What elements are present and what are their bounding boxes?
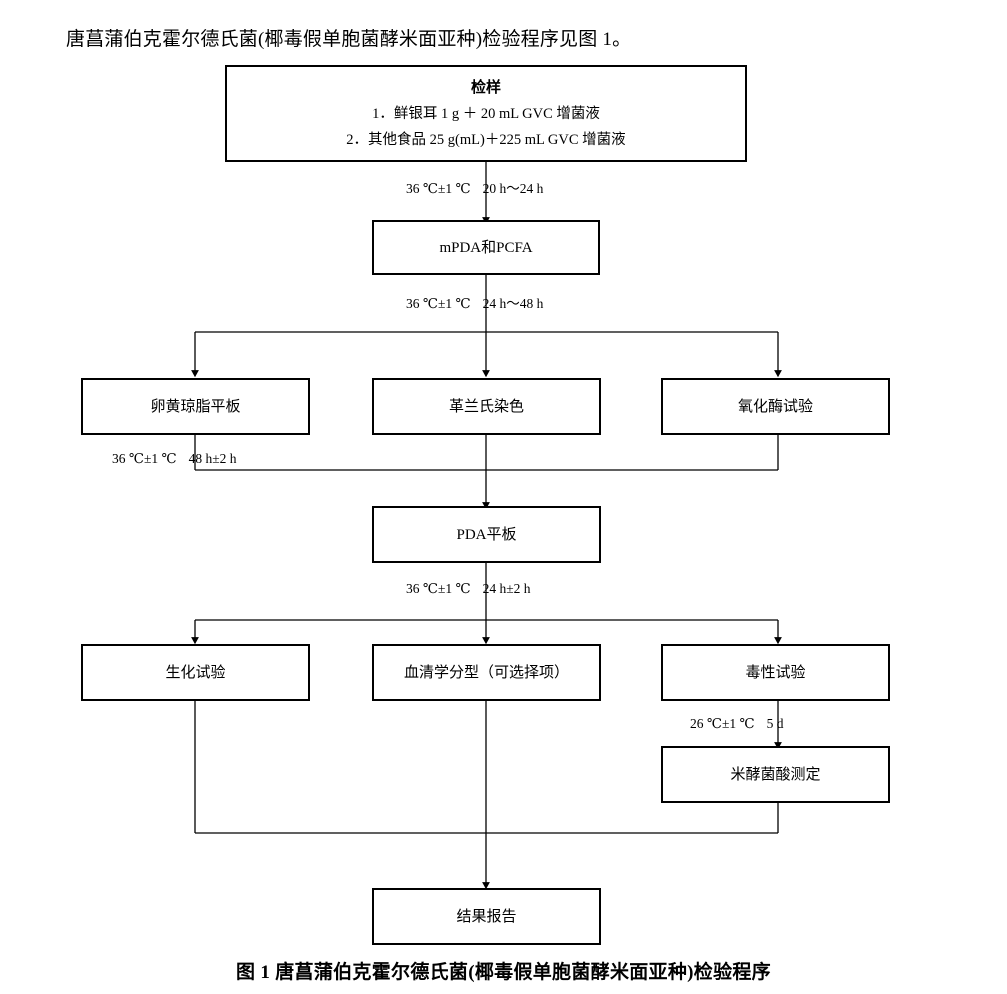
node-egg-yolk-agar: 卵黄琼脂平板 <box>81 378 310 435</box>
node-oxidase-test: 氧化酶试验 <box>661 378 890 435</box>
node-serotyping-label: 血清学分型（可选择项） <box>403 664 569 681</box>
node-gram-stain-label: 革兰氏染色 <box>448 398 524 415</box>
node-result-report-label: 结果报告 <box>456 908 517 925</box>
node-oxidase-test-label: 氧化酶试验 <box>737 398 813 415</box>
node-sample-item-1: 1．鲜银耳 1 g ＋ 20 mL GVC 增菌液 <box>372 105 600 122</box>
condition-1-duration: 20 h～24 h <box>482 181 544 196</box>
condition-1-temperature: 36 ℃±1 ℃ <box>406 181 471 196</box>
node-mpda-pcfa: mPDA和PCFA <box>372 220 600 275</box>
node-toxicity-test: 毒性试验 <box>661 644 890 701</box>
node-serotyping: 血清学分型（可选择项） <box>372 644 601 701</box>
node-sample-title: 检样 <box>470 79 501 96</box>
node-result-report: 结果报告 <box>372 888 601 945</box>
condition-4-temperature: 36 ℃±1 ℃ <box>406 581 471 596</box>
condition-4: 36 ℃±1 ℃ 24 h±2 h <box>406 581 531 597</box>
node-egg-yolk-agar-label: 卵黄琼脂平板 <box>150 398 241 415</box>
condition-5-duration: 5 d <box>766 716 784 731</box>
node-toxicity-test-label: 毒性试验 <box>745 664 806 681</box>
intro-paragraph: 唐菖蒲伯克霍尔德氏菌(椰毒假单胞菌酵米面亚种)检验程序见图 1。 <box>66 29 632 50</box>
condition-1: 36 ℃±1 ℃ 20 h～24 h <box>406 181 543 197</box>
figure-caption: 图 1 唐菖蒲伯克霍尔德氏菌(椰毒假单胞菌酵米面亚种)检验程序 <box>236 962 771 983</box>
node-gram-stain: 革兰氏染色 <box>372 378 601 435</box>
node-pda-plate-label: PDA平板 <box>456 526 517 543</box>
node-sample: 检样 1．鲜银耳 1 g ＋ 20 mL GVC 增菌液 2．其他食品 25 g… <box>225 65 747 162</box>
condition-5-temperature: 26 ℃±1 ℃ <box>690 716 755 731</box>
node-biochemical-test-label: 生化试验 <box>165 664 226 681</box>
node-biochemical-test: 生化试验 <box>81 644 310 701</box>
condition-3: 36 ℃±1 ℃ 48 h±2 h <box>112 451 237 467</box>
condition-5: 26 ℃±1 ℃ 5 d <box>690 716 784 732</box>
condition-3-temperature: 36 ℃±1 ℃ <box>112 451 177 466</box>
condition-2-temperature: 36 ℃±1 ℃ <box>406 296 471 311</box>
node-bongkrekic-acid-label: 米酵菌酸测定 <box>730 766 821 783</box>
condition-2-duration: 24 h～48 h <box>482 296 544 311</box>
node-pda-plate: PDA平板 <box>372 506 601 563</box>
condition-2: 36 ℃±1 ℃ 24 h～48 h <box>406 296 543 312</box>
condition-4-duration: 24 h±2 h <box>482 581 531 596</box>
node-mpda-pcfa-label: mPDA和PCFA <box>439 239 533 256</box>
condition-3-duration: 48 h±2 h <box>188 451 237 466</box>
node-bongkrekic-acid: 米酵菌酸测定 <box>661 746 890 803</box>
node-sample-item-2: 2．其他食品 25 g(mL)＋225 mL GVC 增菌液 <box>346 131 626 148</box>
